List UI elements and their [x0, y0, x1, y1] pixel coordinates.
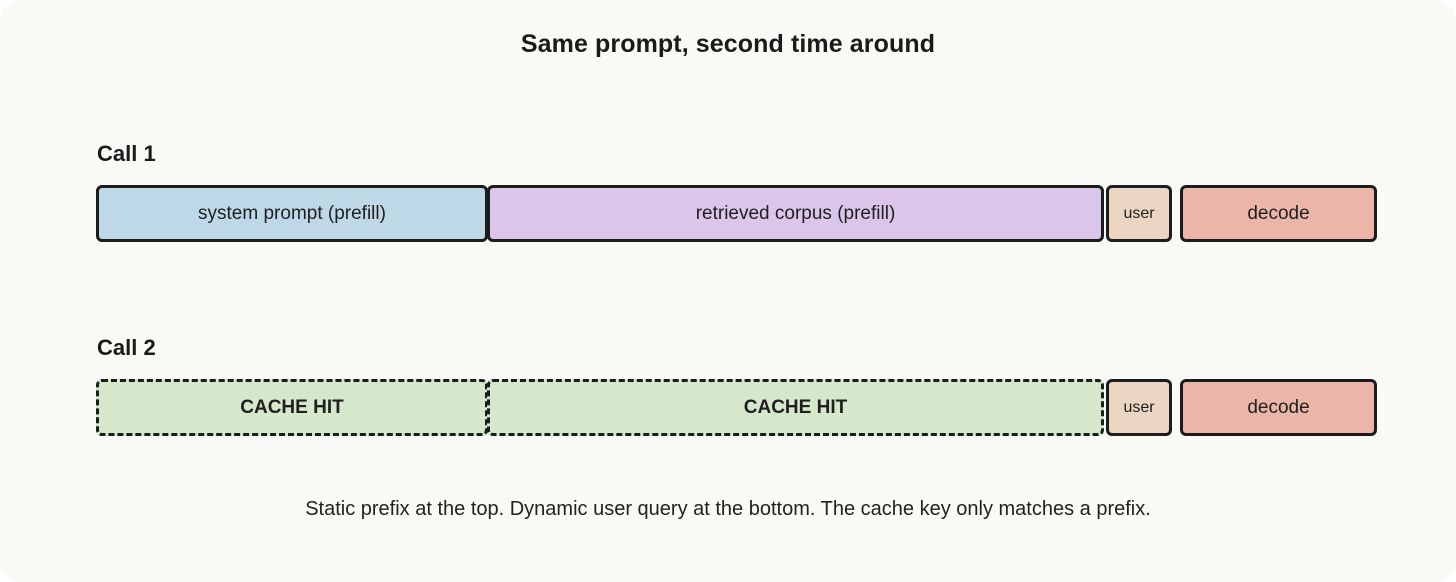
call-2-cache-hit-segment-2: CACHE HIT: [487, 379, 1104, 436]
call-1-label: Call 1: [97, 141, 156, 166]
segment-label: retrieved corpus (prefill): [695, 202, 896, 224]
segment-label: user: [1123, 204, 1155, 222]
segment-label: decode: [1247, 202, 1310, 224]
segment-label: system prompt (prefill): [198, 202, 386, 224]
call-1-user-segment: user: [1106, 185, 1172, 242]
call-2-user-segment: user: [1106, 379, 1172, 436]
call-2-cache-hit-segment-1: CACHE HIT: [96, 379, 488, 436]
segment-label: user: [1123, 398, 1155, 416]
diagram-caption: Static prefix at the top. Dynamic user q…: [305, 498, 1151, 520]
diagram-title: Same prompt, second time around: [520, 30, 936, 58]
segment-label: decode: [1247, 396, 1310, 418]
call-1-retrieved-corpus-segment: retrieved corpus (prefill): [487, 185, 1104, 242]
call-1-system-prompt-segment: system prompt (prefill): [96, 185, 488, 242]
call-1-decode-segment: decode: [1180, 185, 1377, 242]
segment-label: CACHE HIT: [743, 396, 848, 418]
call-2-decode-segment: decode: [1180, 379, 1377, 436]
segment-label: CACHE HIT: [240, 396, 344, 418]
call-2-label: Call 2: [97, 335, 156, 360]
